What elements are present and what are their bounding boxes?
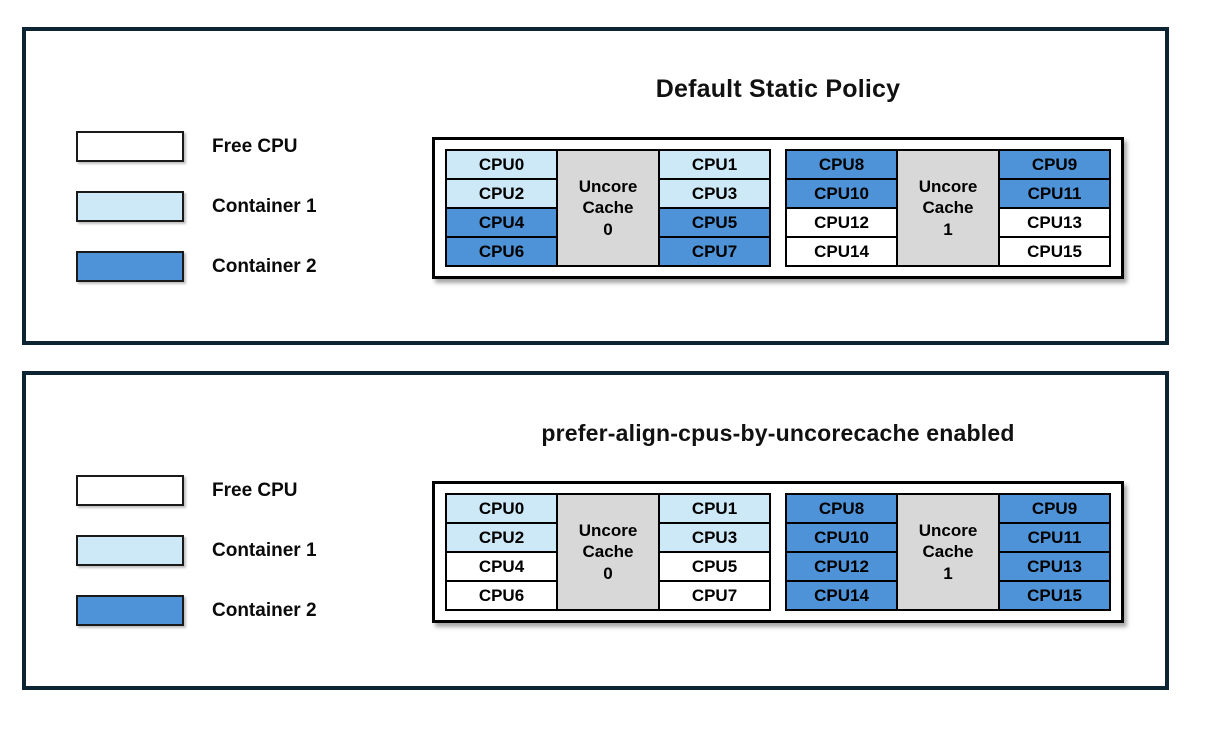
uncore-cache-label-line: Cache bbox=[922, 198, 974, 218]
uncore-cache-label-line: 0 bbox=[603, 563, 613, 583]
cpu-cell-cpu14: CPU14 bbox=[785, 580, 898, 611]
cpu-cell-cpu0: CPU0 bbox=[445, 149, 558, 180]
legend-item-free-cpu: Free CPU bbox=[76, 475, 317, 506]
legend-item-container-2: Container 2 bbox=[76, 595, 317, 626]
legend-label: Free CPU bbox=[212, 479, 298, 501]
legend: Free CPU Container 1 Container 2 bbox=[76, 131, 317, 282]
cpu-cell-cpu3: CPU3 bbox=[658, 522, 771, 553]
cpu-cell-cpu9: CPU9 bbox=[998, 493, 1111, 524]
legend-label: Container 2 bbox=[212, 255, 317, 277]
cpu-cell-cpu1: CPU1 bbox=[658, 493, 771, 524]
uncore-cache-label-line: Cache bbox=[582, 198, 634, 218]
cpu-cell-cpu14: CPU14 bbox=[785, 236, 898, 267]
panel-default-static-policy: Default Static Policy Free CPU Container … bbox=[22, 27, 1169, 345]
legend-label: Container 1 bbox=[212, 539, 317, 561]
cpu-cell-cpu7: CPU7 bbox=[658, 236, 771, 267]
cpu-cell-cpu4: CPU4 bbox=[445, 207, 558, 238]
cpu-cell-cpu12: CPU12 bbox=[785, 207, 898, 238]
uncore-cache-label-line: Uncore bbox=[578, 177, 638, 197]
legend-item-container-1: Container 1 bbox=[76, 535, 317, 566]
cpu-cell-cpu6: CPU6 bbox=[445, 236, 558, 267]
legend-swatch-container-2 bbox=[76, 595, 184, 626]
uncore-cache-label-line: Uncore bbox=[918, 177, 978, 197]
legend-swatch-free-cpu bbox=[76, 475, 184, 506]
cpu-cell-cpu10: CPU10 bbox=[785, 522, 898, 553]
legend-swatch-container-1 bbox=[76, 535, 184, 566]
cpu-cell-cpu2: CPU2 bbox=[445, 178, 558, 209]
legend-label: Free CPU bbox=[212, 135, 298, 157]
cpu-cell-cpu13: CPU13 bbox=[998, 207, 1111, 238]
legend-item-container-2: Container 2 bbox=[76, 251, 317, 282]
uncore-cache-label-line: Uncore bbox=[578, 521, 638, 541]
cpu-cell-cpu11: CPU11 bbox=[998, 522, 1111, 553]
legend-item-free-cpu: Free CPU bbox=[76, 131, 317, 162]
cpu-cell-cpu10: CPU10 bbox=[785, 178, 898, 209]
cpu-cell-cpu1: CPU1 bbox=[658, 149, 771, 180]
cpu-cell-cpu9: CPU9 bbox=[998, 149, 1111, 180]
legend-swatch-container-2 bbox=[76, 251, 184, 282]
cpu-cell-cpu0: CPU0 bbox=[445, 493, 558, 524]
panel-title: prefer-align-cpus-by-uncorecache enabled bbox=[541, 420, 1015, 446]
uncore-cache-label-line: 1 bbox=[943, 563, 953, 583]
cpu-cell-cpu7: CPU7 bbox=[658, 580, 771, 611]
legend-swatch-container-1 bbox=[76, 191, 184, 222]
uncore-cache-label-line: 0 bbox=[603, 219, 613, 239]
cpu-cell-cpu4: CPU4 bbox=[445, 551, 558, 582]
cpu-cell-cpu5: CPU5 bbox=[658, 551, 771, 582]
uncore-cache-label-line: 1 bbox=[943, 219, 953, 239]
cpu-cell-cpu15: CPU15 bbox=[998, 580, 1111, 611]
uncore-cache-label-line: Uncore bbox=[918, 521, 978, 541]
legend-label: Container 1 bbox=[212, 195, 317, 217]
uncore-cache-label-line: Cache bbox=[922, 542, 974, 562]
legend: Free CPU Container 1 Container 2 bbox=[76, 475, 317, 626]
cpu-cell-cpu11: CPU11 bbox=[998, 178, 1111, 209]
cpu-cell-cpu13: CPU13 bbox=[998, 551, 1111, 582]
cpu-cell-cpu12: CPU12 bbox=[785, 551, 898, 582]
uncore-cache-label-line: Cache bbox=[582, 542, 634, 562]
legend-label: Container 2 bbox=[212, 599, 317, 621]
panel-title: Default Static Policy bbox=[655, 75, 901, 103]
panel-prefer-align-uncorecache: prefer-align-cpus-by-uncorecache enabled… bbox=[22, 371, 1169, 690]
cpu-cell-cpu3: CPU3 bbox=[658, 178, 771, 209]
cpu-cell-cpu8: CPU8 bbox=[785, 149, 898, 180]
cpu-cell-cpu15: CPU15 bbox=[998, 236, 1111, 267]
cpu-cell-cpu8: CPU8 bbox=[785, 493, 898, 524]
legend-item-container-1: Container 1 bbox=[76, 191, 317, 222]
cpu-cell-cpu5: CPU5 bbox=[658, 207, 771, 238]
cpu-cell-cpu2: CPU2 bbox=[445, 522, 558, 553]
cpu-cell-cpu6: CPU6 bbox=[445, 580, 558, 611]
legend-swatch-free-cpu bbox=[76, 131, 184, 162]
